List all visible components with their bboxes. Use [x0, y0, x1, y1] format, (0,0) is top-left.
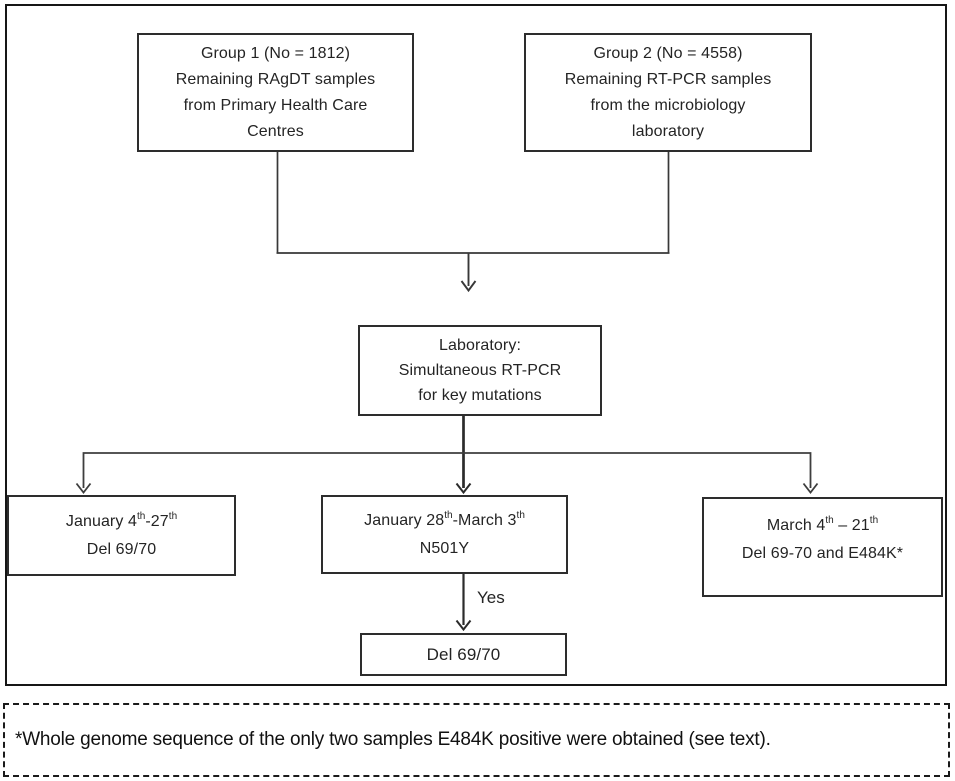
branch-left-box: January 4th-27th Del 69/70	[7, 495, 236, 576]
flowchart-outer-border	[5, 4, 947, 686]
group1-line: Group 1 (No = 1812)	[200, 44, 351, 62]
branch-right-header: March 4th – 21th	[767, 513, 878, 541]
group1-line: from Primary Health Care	[183, 96, 368, 114]
ordinal-suffix: th	[137, 510, 146, 522]
ordinal-suffix: th	[516, 509, 525, 521]
branch-right-value: Del 69-70 and E484K*	[741, 545, 904, 562]
branch-middle-header: January 28th-March 3th	[364, 508, 525, 536]
ordinal-suffix: th	[825, 515, 834, 526]
group2-line: Group 2 (No = 4558)	[593, 44, 743, 62]
ordinal-suffix: th	[168, 510, 178, 522]
date-text: March 4	[766, 517, 826, 534]
footnote-box: *Whole genome sequence of the only two s…	[3, 703, 950, 777]
branch-middle-box: January 28th-March 3th N501Y	[321, 495, 568, 574]
branch-left-value: Del 69/70	[86, 540, 157, 558]
group1-box: Group 1 (No = 1812) Remaining RAgDT samp…	[137, 33, 414, 152]
ordinal-suffix: th	[444, 509, 453, 521]
laboratory-line: Laboratory:	[438, 337, 522, 354]
laboratory-line: for key mutations	[418, 387, 542, 404]
footnote-text: *Whole genome sequence of the only two s…	[15, 729, 771, 750]
group2-line: from the microbiology	[590, 96, 746, 114]
ordinal-suffix: th	[869, 515, 879, 526]
branch-middle-value: N501Y	[419, 539, 470, 557]
date-text: -27	[145, 512, 169, 530]
laboratory-line: Simultaneous RT-PCR	[398, 362, 562, 379]
laboratory-box: Laboratory: Simultaneous RT-PCR for key …	[358, 325, 602, 416]
branch-right-box: March 4th – 21th Del 69-70 and E484K*	[702, 497, 943, 597]
yes-label: Yes	[477, 588, 505, 607]
group2-box: Group 2 (No = 4558) Remaining RT-PCR sam…	[524, 33, 812, 152]
date-text: -March 3	[452, 511, 517, 529]
group1-line: Remaining RAgDT samples	[175, 70, 376, 88]
date-text: January 28	[364, 511, 445, 529]
group2-line: Remaining RT-PCR samples	[564, 70, 772, 88]
group1-line: Centres	[247, 122, 304, 140]
result-box: Del 69/70	[360, 633, 567, 676]
date-text: January 4	[65, 512, 138, 530]
group2-line: laboratory	[631, 122, 705, 140]
result-value: Del 69/70	[426, 644, 501, 664]
branch-left-header: January 4th-27th	[66, 509, 177, 537]
date-text: – 21	[833, 517, 870, 534]
